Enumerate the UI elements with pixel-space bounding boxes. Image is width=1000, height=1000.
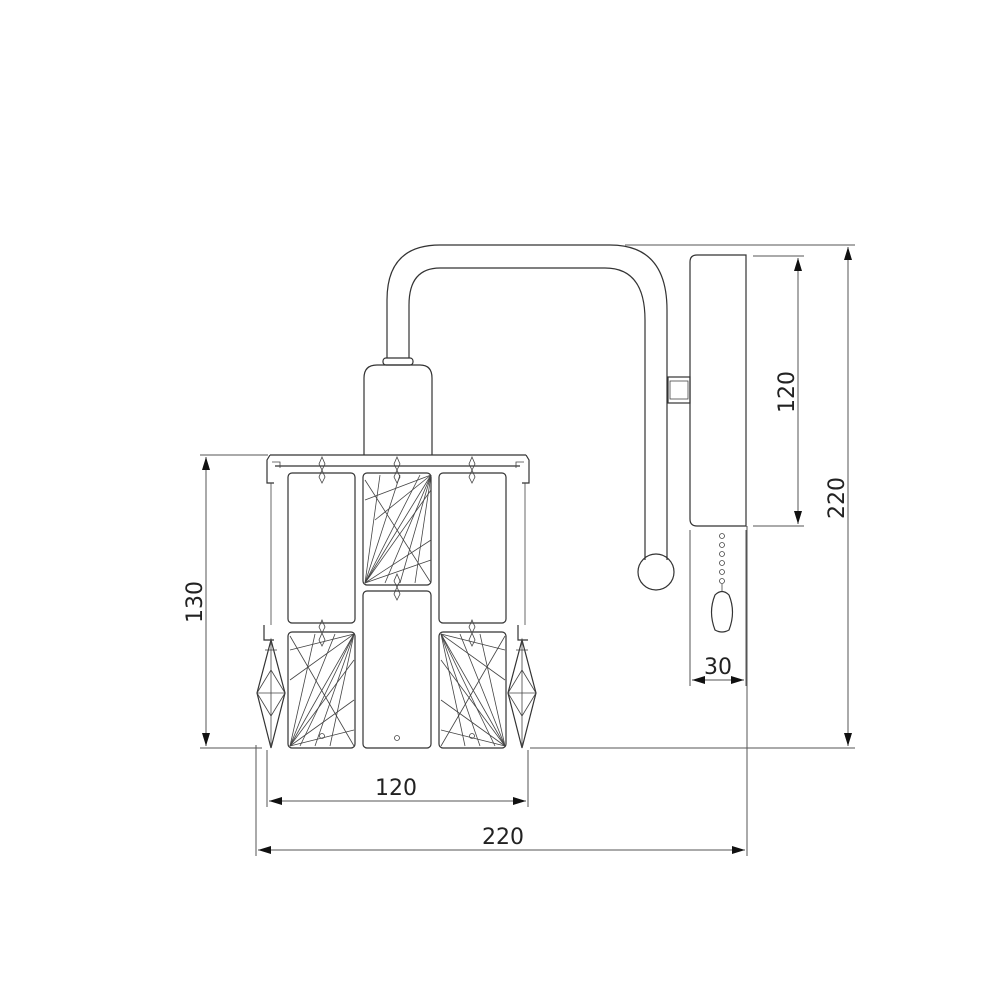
dimension-total-height: 220 (530, 244, 855, 749)
total-width-label: 220 (482, 825, 524, 850)
lamp-holder-cup (363, 357, 433, 455)
dimension-total-width: 220 (255, 526, 748, 856)
shade-width-label: 120 (375, 776, 417, 801)
left-pendant (256, 625, 286, 749)
wall-plate-height-label: 120 (775, 371, 800, 413)
side-pendants (256, 625, 537, 749)
crystal-panels (287, 472, 507, 749)
wall-plate (689, 254, 747, 527)
pull-chain-switch (710, 533, 734, 633)
wall-plate-depth-label: 30 (704, 655, 732, 680)
dimension-shade-width: 120 (266, 750, 529, 807)
shade-frame (266, 454, 530, 625)
curved-arm (386, 244, 675, 591)
bead-connectors (318, 455, 476, 647)
shade-height-label: 130 (183, 581, 208, 623)
total-height-label: 220 (825, 477, 850, 519)
dimension-wall-plate-height: 120 (753, 255, 804, 527)
right-pendant (507, 625, 537, 749)
dimension-wall-plate-depth: 30 (689, 530, 747, 686)
dimension-shade-height: 130 (183, 454, 268, 749)
arm-connector (667, 376, 691, 404)
